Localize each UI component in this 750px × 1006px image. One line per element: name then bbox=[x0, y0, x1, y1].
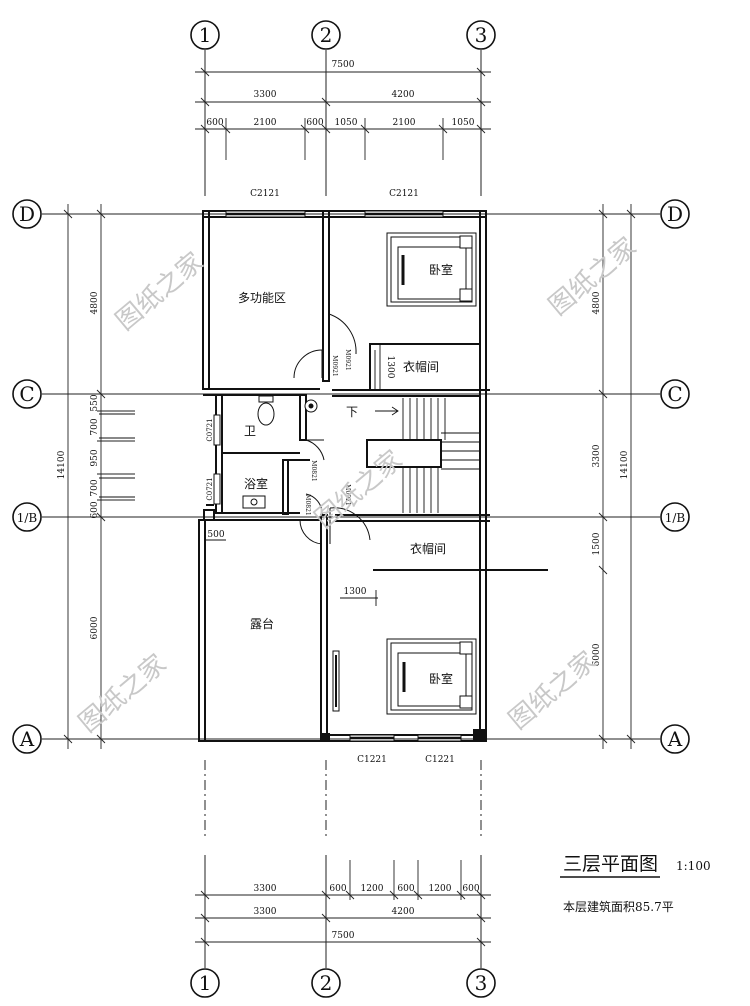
dim-left-600: 600 bbox=[90, 501, 100, 518]
dim-right-4800: 4800 bbox=[592, 291, 602, 314]
grid-lines bbox=[42, 50, 660, 968]
door-label-m0821-a: M0821 bbox=[310, 460, 317, 481]
room-label-wardrobe-1: 衣帽间 bbox=[403, 359, 439, 374]
dim-right-3300: 3300 bbox=[592, 444, 602, 467]
dim-bottom-1200a: 1200 bbox=[361, 884, 384, 894]
dim-top-2100b: 2100 bbox=[393, 118, 416, 128]
bed-2-icon bbox=[386, 638, 477, 715]
dim-left-4800: 4800 bbox=[90, 291, 100, 314]
window-label-c1221-right: C1221 bbox=[425, 755, 455, 765]
room-label-multi-function: 多功能区 bbox=[238, 291, 286, 305]
window-label-c1221-left: C1221 bbox=[357, 755, 387, 765]
inner-dim-1300-v: 1300 bbox=[385, 356, 395, 379]
toilet-icon bbox=[257, 402, 275, 426]
bed-1-icon bbox=[386, 232, 477, 307]
dim-bottom-total: 7500 bbox=[332, 931, 355, 941]
dim-left-total: 14100 bbox=[57, 450, 67, 479]
drawing-title: 三层平面图 bbox=[563, 853, 658, 875]
axis-bubbles bbox=[12, 20, 690, 998]
window-label-c0721-top: C0721 bbox=[206, 418, 214, 441]
bath-fixtures bbox=[242, 395, 318, 509]
room-label-terrace: 露台 bbox=[250, 616, 274, 631]
door-label-m0921-a: M0921 bbox=[344, 349, 351, 370]
axis-label-3-bottom: 3 bbox=[475, 971, 488, 995]
axis-label-2-bottom: 2 bbox=[320, 971, 333, 995]
axis-label-b-left: 1/B bbox=[17, 511, 38, 525]
axis-label-3-top: 3 bbox=[475, 23, 488, 47]
floor-area: 本层建筑面积85.7平 bbox=[563, 899, 674, 914]
dim-top-4200: 4200 bbox=[392, 90, 415, 100]
right-dimensions bbox=[598, 204, 636, 749]
dim-top-2100a: 2100 bbox=[254, 118, 277, 128]
dim-left-700b: 700 bbox=[90, 479, 100, 496]
room-label-bedroom-1: 卧室 bbox=[429, 262, 453, 277]
dim-left-550: 550 bbox=[90, 394, 100, 411]
inner-dim-1300-h: 1300 bbox=[344, 587, 367, 597]
dim-bottom-1200b: 1200 bbox=[429, 884, 452, 894]
stair-down-label: 下 bbox=[346, 405, 358, 419]
axis-label-d-right: D bbox=[667, 202, 683, 226]
windows bbox=[99, 210, 462, 742]
inner-dimensions bbox=[205, 344, 381, 606]
dim-top-3300: 3300 bbox=[254, 90, 277, 100]
top-dimensions bbox=[195, 67, 491, 160]
dim-bottom-3300b: 3300 bbox=[254, 907, 277, 917]
dim-bottom-4200: 4200 bbox=[392, 907, 415, 917]
room-label-toilet: 卫 bbox=[244, 424, 256, 438]
dim-left-950: 950 bbox=[90, 449, 100, 466]
dim-left-700a: 700 bbox=[90, 418, 100, 435]
dim-top-1050a: 1050 bbox=[335, 118, 358, 128]
window-label-c2121-right: C2121 bbox=[389, 189, 419, 199]
axis-label-c-right: C bbox=[667, 382, 682, 406]
dim-top-total: 7500 bbox=[332, 60, 355, 70]
wardrobe-rail bbox=[332, 650, 340, 712]
axis-label-2-top: 2 bbox=[320, 23, 333, 47]
doors bbox=[293, 313, 371, 545]
axis-label-b-right: 1/B bbox=[665, 511, 686, 525]
dim-right-1500: 1500 bbox=[592, 532, 602, 555]
title-block: 三层平面图 1:100 本层建筑面积85.7平 bbox=[560, 853, 711, 914]
dim-right-total: 14100 bbox=[620, 450, 630, 479]
room-label-wardrobe-2: 衣帽间 bbox=[410, 541, 446, 556]
dim-bottom-3300a: 3300 bbox=[254, 884, 277, 894]
room-label-bathroom: 浴室 bbox=[244, 476, 268, 491]
watermark-1: 图纸之家 bbox=[110, 247, 209, 337]
dim-left-6000: 6000 bbox=[90, 616, 100, 639]
dim-top-1050b: 1050 bbox=[452, 118, 475, 128]
watermark-4: 图纸之家 bbox=[73, 649, 172, 739]
axis-label-a-left: A bbox=[19, 727, 35, 751]
axis-label-a-right: A bbox=[667, 727, 683, 751]
dim-bottom-600a: 600 bbox=[329, 884, 346, 894]
drawing-scale: 1:100 bbox=[676, 859, 711, 873]
watermark-5: 图纸之家 bbox=[503, 646, 602, 736]
window-label-c0721-bottom: C0721 bbox=[206, 477, 214, 500]
inner-dim-500: 500 bbox=[207, 530, 224, 540]
dim-right-6000: 6000 bbox=[592, 643, 602, 666]
dim-bottom-600c: 600 bbox=[462, 884, 479, 894]
staircase bbox=[369, 350, 480, 513]
columns bbox=[322, 729, 485, 741]
room-label-bedroom-2: 卧室 bbox=[429, 671, 453, 686]
axis-label-d-left: D bbox=[19, 202, 35, 226]
left-dimensions bbox=[63, 204, 135, 749]
axis-label-1-top: 1 bbox=[199, 23, 212, 47]
axis-label-1-bottom: 1 bbox=[199, 971, 212, 995]
window-label-c2121-left: C2121 bbox=[250, 189, 280, 199]
door-label-m0921-c: M0921 bbox=[344, 484, 351, 505]
dim-top-600b: 600 bbox=[306, 118, 323, 128]
dim-bottom-600b: 600 bbox=[397, 884, 414, 894]
dim-top-600a: 600 bbox=[206, 118, 223, 128]
door-label-m0921-b: M0921 bbox=[331, 355, 338, 376]
bottom-dimensions bbox=[195, 860, 491, 947]
door-label-m0821-b: M0821 bbox=[304, 494, 311, 515]
axis-label-c-left: C bbox=[19, 382, 34, 406]
